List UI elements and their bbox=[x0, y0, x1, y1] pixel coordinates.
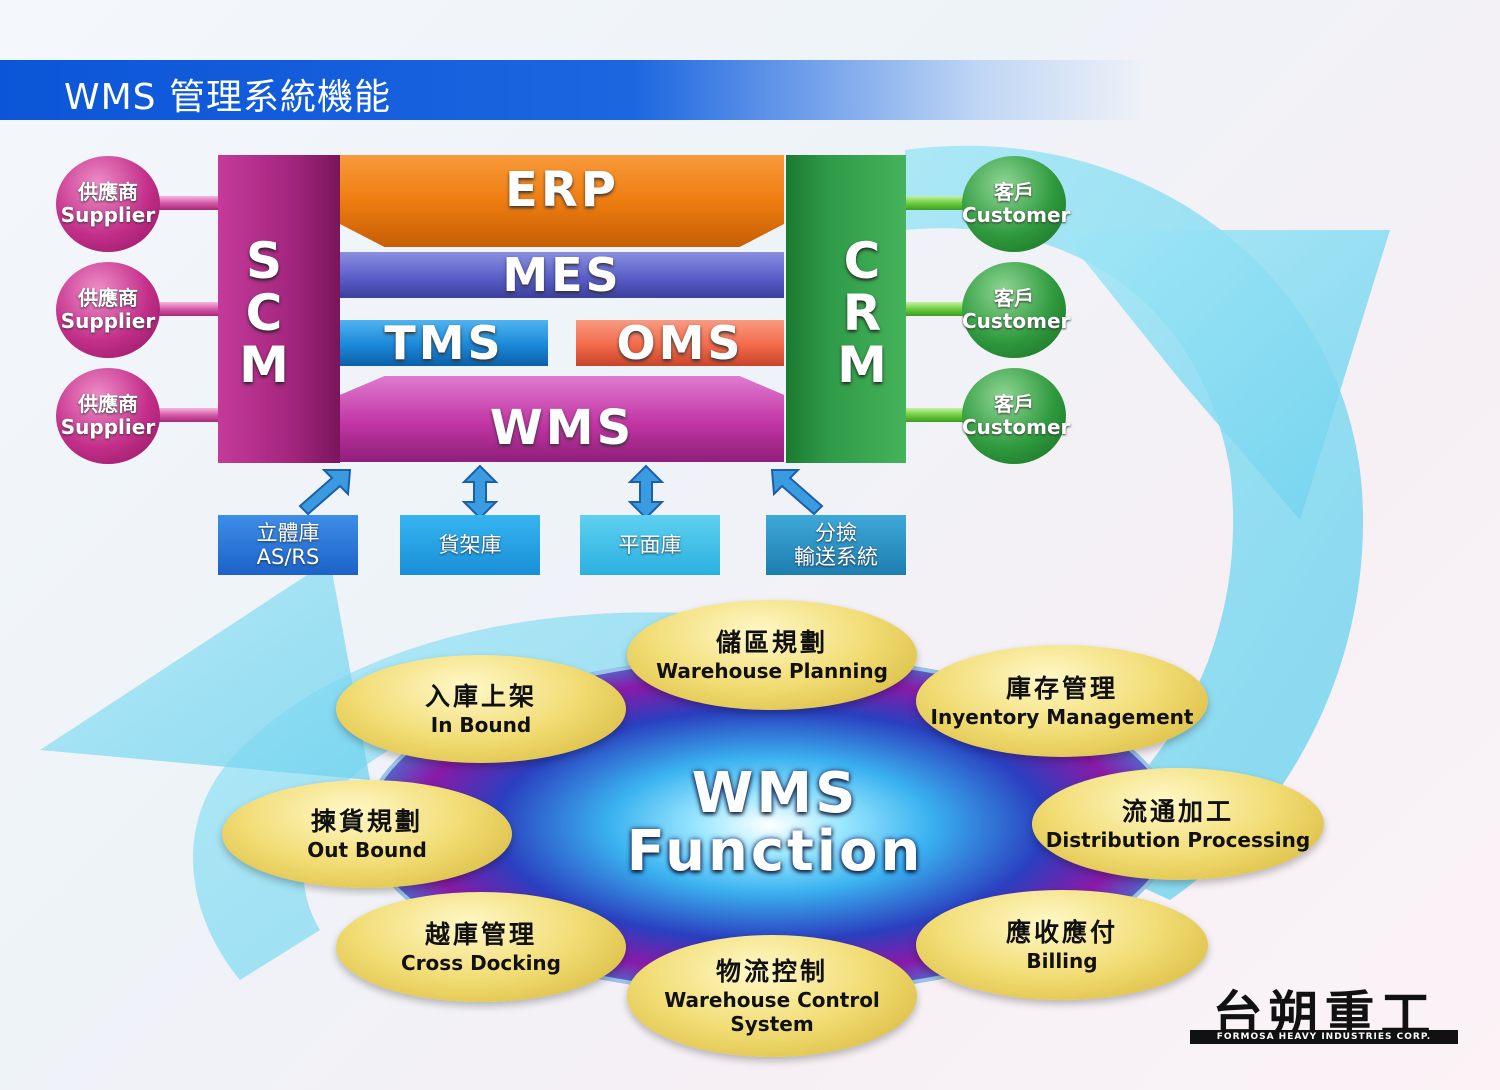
customer-node: 客戶 Customer bbox=[962, 368, 1071, 464]
supplier-label-zh: 供應商 bbox=[78, 392, 138, 416]
customer-label-zh: 客戶 bbox=[994, 180, 1034, 204]
diagonal-arrow-icon bbox=[770, 469, 824, 516]
crm-letter: M bbox=[837, 336, 887, 394]
supplier-label-zh: 供應商 bbox=[78, 180, 138, 204]
function-label-en: Warehouse Control System bbox=[664, 988, 880, 1036]
page-title: WMS 管理系統機能 bbox=[64, 77, 391, 118]
title-bar: WMS 管理系統機能 bbox=[0, 60, 1150, 120]
company-logo-subtitle: FORMOSA HEAVY INDUSTRIES CORP. bbox=[1190, 1030, 1458, 1044]
function-inventory: 庫存管理 Inyentory Management bbox=[916, 645, 1208, 757]
supplier-node: 供應商 Supplier bbox=[56, 262, 160, 358]
mes-label: MES bbox=[502, 248, 622, 302]
customer-node: 客戶 Customer bbox=[962, 156, 1071, 252]
crm-pillar: C R M bbox=[786, 155, 906, 463]
storage-sublabel: AS/RS bbox=[256, 545, 320, 569]
function-label-en: In Bound bbox=[430, 713, 532, 737]
scm-letter: M bbox=[239, 336, 289, 394]
function-label-zh: 應收應付 bbox=[1005, 918, 1118, 947]
supplier-label-en: Supplier bbox=[60, 203, 156, 227]
oms-layer: OMS bbox=[576, 320, 784, 366]
function-label-en: Warehouse Planning bbox=[656, 659, 888, 683]
function-warehouse-planning: 儲區規劃 Warehouse Planning bbox=[627, 600, 917, 710]
oms-label: OMS bbox=[616, 316, 744, 370]
erp-label: ERP bbox=[505, 162, 619, 218]
customer-label-zh: 客戶 bbox=[994, 286, 1034, 310]
function-label-zh: 儲區規劃 bbox=[715, 628, 828, 657]
function-distribution-processing: 流通加工 Distribution Processing bbox=[1032, 768, 1324, 880]
storage-label: 分撿 bbox=[815, 521, 857, 545]
crm-letter: C bbox=[843, 232, 881, 290]
storage-label: 貨架庫 bbox=[438, 533, 502, 557]
storage-sublabel: 輸送系統 bbox=[794, 545, 878, 569]
function-label-zh: 入庫上架 bbox=[424, 682, 537, 711]
wms-function-title: WMS Function bbox=[570, 765, 980, 881]
function-outbound: 揀貨規劃 Out Bound bbox=[222, 780, 512, 888]
function-label-zh: 物流控制 bbox=[715, 957, 828, 986]
hub-line-1: WMS bbox=[691, 761, 859, 826]
customer-label-zh: 客戶 bbox=[994, 392, 1034, 416]
hub-line-2: Function bbox=[626, 819, 924, 884]
vertical-arrow-icon bbox=[627, 464, 665, 520]
vertical-arrow-icon bbox=[461, 464, 499, 520]
customer-connector bbox=[905, 196, 970, 210]
function-label-zh: 庫存管理 bbox=[1005, 674, 1118, 703]
crm-letter: R bbox=[842, 284, 882, 342]
supplier-label-en: Supplier bbox=[60, 309, 156, 333]
double-arrows bbox=[298, 464, 824, 520]
function-label-en: Out Bound bbox=[307, 838, 427, 862]
customer-label-en: Customer bbox=[962, 309, 1071, 333]
function-label-en: Distribution Processing bbox=[1045, 828, 1311, 852]
storage-asrs: 立體庫 AS/RS bbox=[218, 515, 358, 575]
customer-label-en: Customer bbox=[962, 415, 1071, 439]
supplier-node: 供應商 Supplier bbox=[56, 156, 160, 252]
function-label-zh: 揀貨規劃 bbox=[310, 807, 423, 836]
storage-floor: 平面庫 bbox=[580, 515, 720, 575]
function-cross-docking: 越庫管理 Cross Docking bbox=[336, 892, 626, 1002]
tms-layer: TMS bbox=[340, 320, 548, 366]
scm-letter: C bbox=[245, 284, 283, 342]
customer-node: 客戶 Customer bbox=[962, 262, 1071, 358]
function-label-zh: 越庫管理 bbox=[424, 920, 537, 949]
function-label-zh: 流通加工 bbox=[1121, 797, 1234, 826]
mes-layer: MES bbox=[340, 252, 784, 298]
function-label-en: Billing bbox=[1026, 949, 1098, 973]
customer-label-en: Customer bbox=[962, 203, 1071, 227]
erp-layer: ERP bbox=[340, 155, 784, 247]
storage-rack: 貨架庫 bbox=[400, 515, 540, 575]
supplier-label-zh: 供應商 bbox=[78, 286, 138, 310]
diagonal-arrow-icon bbox=[298, 469, 352, 516]
function-label-en: Cross Docking bbox=[401, 951, 561, 975]
scm-letter: S bbox=[245, 232, 282, 290]
storage-label: 立體庫 bbox=[256, 521, 320, 545]
supplier-connector bbox=[150, 408, 220, 422]
supplier-node: 供應商 Supplier bbox=[56, 368, 160, 464]
customer-connector bbox=[905, 408, 970, 422]
function-billing: 應收應付 Billing bbox=[916, 890, 1208, 1000]
supplier-connector bbox=[150, 302, 220, 316]
storage-label: 平面庫 bbox=[618, 533, 682, 557]
customer-connector bbox=[905, 302, 970, 316]
tms-label: TMS bbox=[384, 316, 504, 370]
function-label-en: Inyentory Management bbox=[930, 705, 1194, 729]
storage-sorting: 分撿 輸送系統 bbox=[766, 515, 906, 575]
wms-layer: WMS bbox=[340, 376, 784, 462]
wms-label: WMS bbox=[489, 400, 635, 456]
scm-pillar: S C M bbox=[218, 155, 340, 463]
function-warehouse-control: 物流控制 Warehouse Control System bbox=[627, 935, 917, 1057]
function-inbound: 入庫上架 In Bound bbox=[336, 655, 626, 763]
supplier-label-en: Supplier bbox=[60, 415, 156, 439]
supplier-connector bbox=[150, 196, 220, 210]
